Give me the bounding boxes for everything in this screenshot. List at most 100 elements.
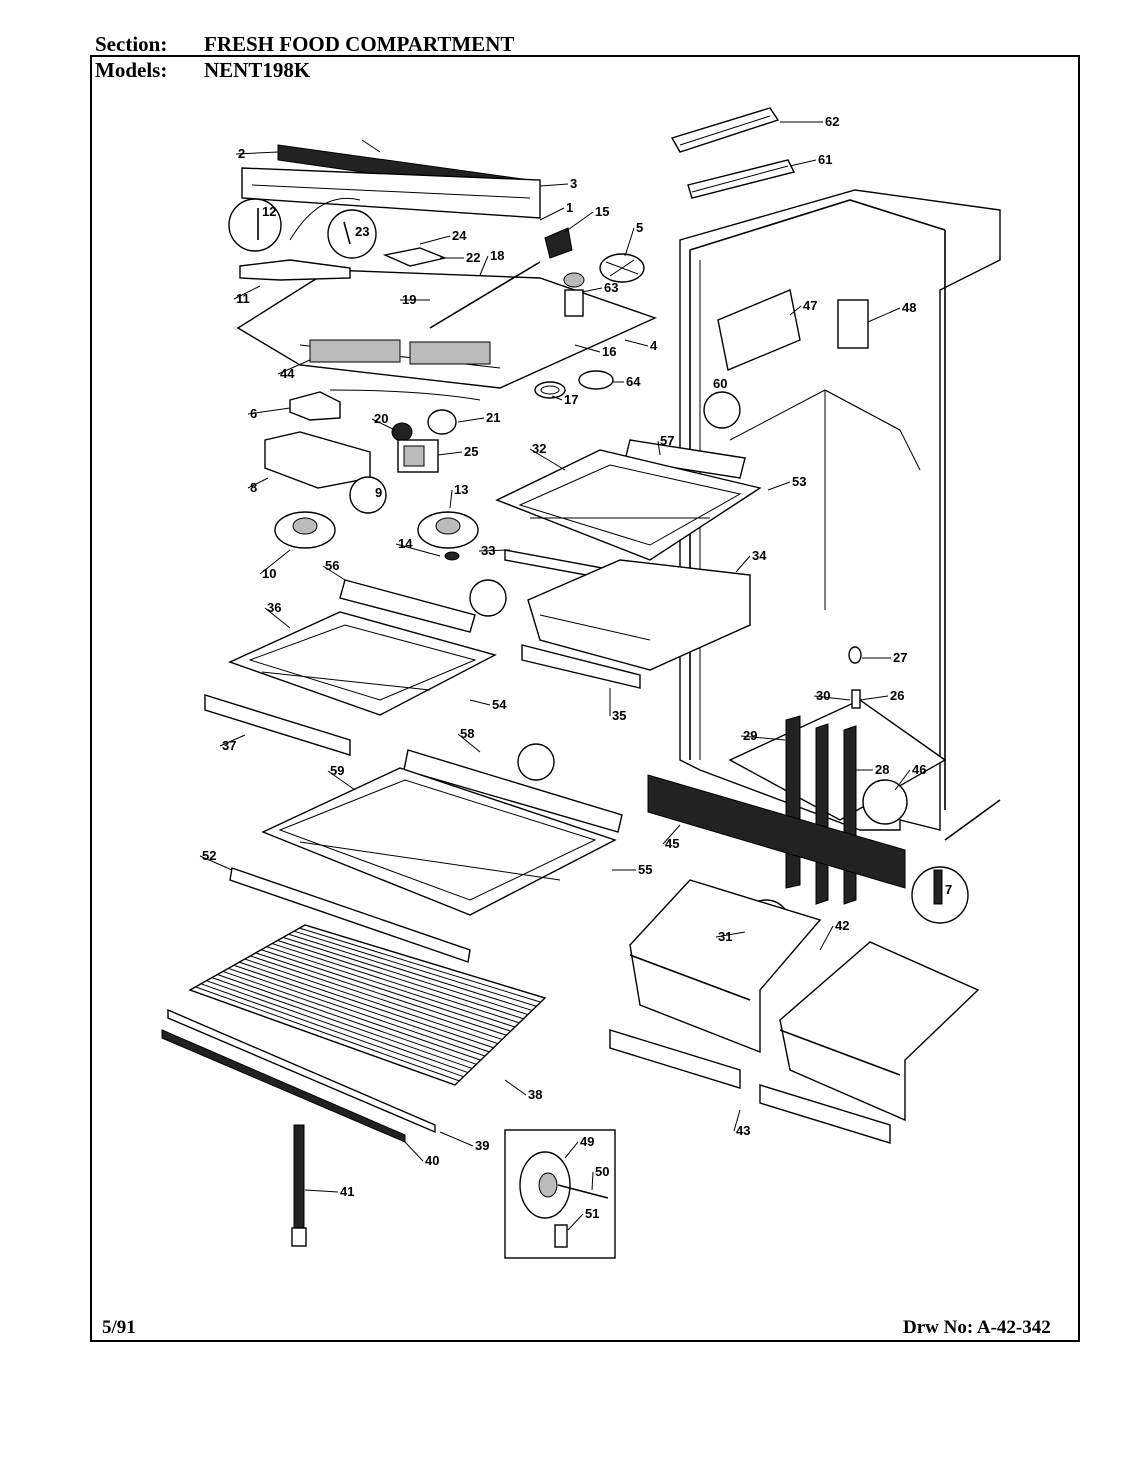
leader-line-24: [419, 235, 451, 245]
callout-35: 35: [612, 708, 626, 723]
callout-47: 47: [803, 298, 817, 313]
callout-10: 10: [262, 566, 276, 581]
part-trim-43b: [759, 1084, 891, 1144]
leader-line-41: [304, 1189, 339, 1193]
leader-line-61: [789, 159, 817, 167]
part-grille-45: [647, 774, 906, 889]
part-trim-43a: [609, 1029, 741, 1089]
leader-line-15: [564, 211, 594, 233]
callout-34: 34: [752, 548, 767, 563]
part-thermostat-6: [289, 389, 481, 421]
callout-48: 48: [902, 300, 916, 315]
callout-33: 33: [481, 543, 495, 558]
leader-line-56: [322, 565, 346, 581]
leader-line-2: [235, 151, 279, 155]
leader-line-13: [449, 489, 453, 509]
callout-24: 24: [452, 228, 467, 243]
callout-44: 44: [280, 366, 295, 381]
callout-11: 11: [236, 291, 250, 306]
leader-line-18: [479, 255, 489, 276]
part-bulb-21: [427, 409, 457, 435]
leader-line-31: [715, 931, 746, 938]
leader-line-50: [591, 1171, 594, 1191]
leader-line-5: [624, 227, 635, 257]
callout-21: 21: [486, 410, 500, 425]
leader-line-1: [539, 207, 565, 221]
leader-line-36: [264, 607, 291, 629]
callout-38: 38: [528, 1087, 542, 1102]
callout-54: 54: [492, 697, 507, 712]
part-shelf-front-52: [229, 867, 471, 963]
leader-line-20: [371, 418, 396, 431]
diagram-frame: [90, 55, 1080, 1342]
model-number: NENT198K: [204, 58, 311, 82]
leader-line-47: [789, 305, 802, 316]
part-trim-39: [167, 1008, 436, 1134]
leader-line-51: [567, 1213, 584, 1231]
part-cam-10: [274, 511, 336, 549]
part-screw-26: [851, 689, 861, 709]
leader-line-43: [733, 1109, 741, 1132]
callout-6: 6: [250, 406, 257, 421]
issue-date: 5/91: [102, 1317, 136, 1338]
callout-8: 8: [250, 480, 257, 495]
leader-line-45: [662, 824, 681, 845]
part-shelf-front-37: [204, 694, 351, 756]
part-control-cover: [236, 261, 657, 389]
callout-15: 15: [595, 204, 609, 219]
callout-43: 43: [736, 1123, 750, 1138]
callout-27: 27: [893, 650, 907, 665]
leader-line-42: [819, 925, 834, 951]
leader-line-14: [395, 543, 441, 557]
part-drawer-34: [527, 559, 751, 671]
callout-40: 40: [425, 1153, 439, 1168]
part-grommet-64: [578, 370, 614, 390]
callout-50: 50: [595, 1164, 609, 1179]
part-trim-58: [403, 749, 623, 833]
leader-line-37: [219, 734, 246, 747]
part-box-8: [264, 431, 371, 489]
section-title: FRESH FOOD COMPARTMENT: [204, 32, 515, 56]
callout-36: 36: [267, 600, 281, 615]
callout-51: 51: [585, 1206, 599, 1221]
callout-26: 26: [890, 688, 904, 703]
leader-line-8: [247, 477, 269, 489]
callout-5: 5: [636, 220, 643, 235]
callout-9: 9: [375, 485, 382, 500]
leader-line-30: [813, 695, 851, 701]
part-heater-11: [239, 259, 351, 281]
callout-39: 39: [475, 1138, 489, 1153]
part-washer-14: [444, 551, 460, 561]
models-label: Models:: [95, 58, 168, 82]
callout-23: 23: [355, 224, 369, 239]
part-switch-15: [544, 227, 573, 259]
part-control-housing: [241, 139, 541, 219]
leader-line-29: [740, 735, 786, 741]
callout-49: 49: [580, 1134, 594, 1149]
leader-line-3: [539, 183, 569, 187]
callout-25: 25: [464, 444, 478, 459]
callout-46: 46: [912, 762, 926, 777]
leader-line-48: [867, 307, 901, 323]
leader-line-57: [657, 440, 661, 456]
part-trim-57: [624, 439, 746, 479]
cabinet-interior: [679, 189, 1001, 841]
leader-line-63: [581, 287, 603, 293]
leader-line-38: [504, 1079, 527, 1096]
callout-14: 14: [398, 536, 413, 551]
callout-20: 20: [374, 411, 388, 426]
part-wire-shelf-38: [188, 924, 547, 1086]
leader-line-40: [404, 1141, 424, 1162]
leader-line-58: [457, 733, 481, 753]
part-crisper-42b: [779, 941, 980, 1122]
callout-2: 2: [238, 146, 245, 161]
leader-line-25: [437, 451, 463, 456]
part-bracket-22: [382, 247, 448, 267]
callout-1: 1: [566, 200, 573, 215]
leader-line-11: [233, 285, 261, 300]
callout-64: 64: [626, 374, 641, 389]
part-transformer-25: [397, 439, 439, 473]
part-cam-13: [417, 511, 479, 549]
part-leveler-7: [911, 866, 969, 924]
